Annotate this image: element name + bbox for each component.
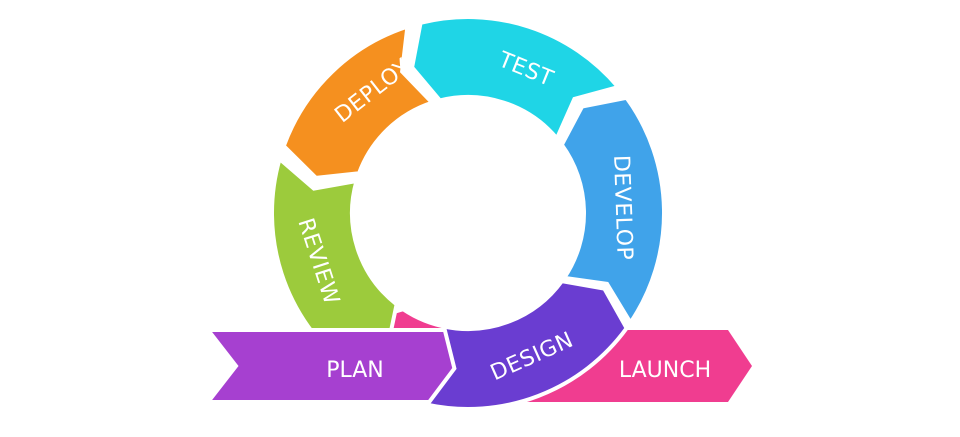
develop-label: DEVELOP (608, 155, 637, 261)
deploy-segment (281, 23, 436, 180)
stage-develop: DEVELOP (559, 95, 667, 327)
stage-design: DESIGN (423, 279, 629, 411)
stage-deploy: DEPLOY (281, 23, 436, 180)
develop-segment (559, 95, 667, 327)
cycle-ring: REVIEW DEPLOY TEST DEVELOP (270, 15, 667, 370)
plan-label: PLAN (326, 358, 384, 383)
stage-review: REVIEW (270, 155, 399, 370)
stage-test: TEST (409, 15, 622, 143)
test-segment (409, 15, 622, 143)
design-segment (423, 279, 629, 411)
launch-label: LAUNCH (619, 358, 711, 383)
